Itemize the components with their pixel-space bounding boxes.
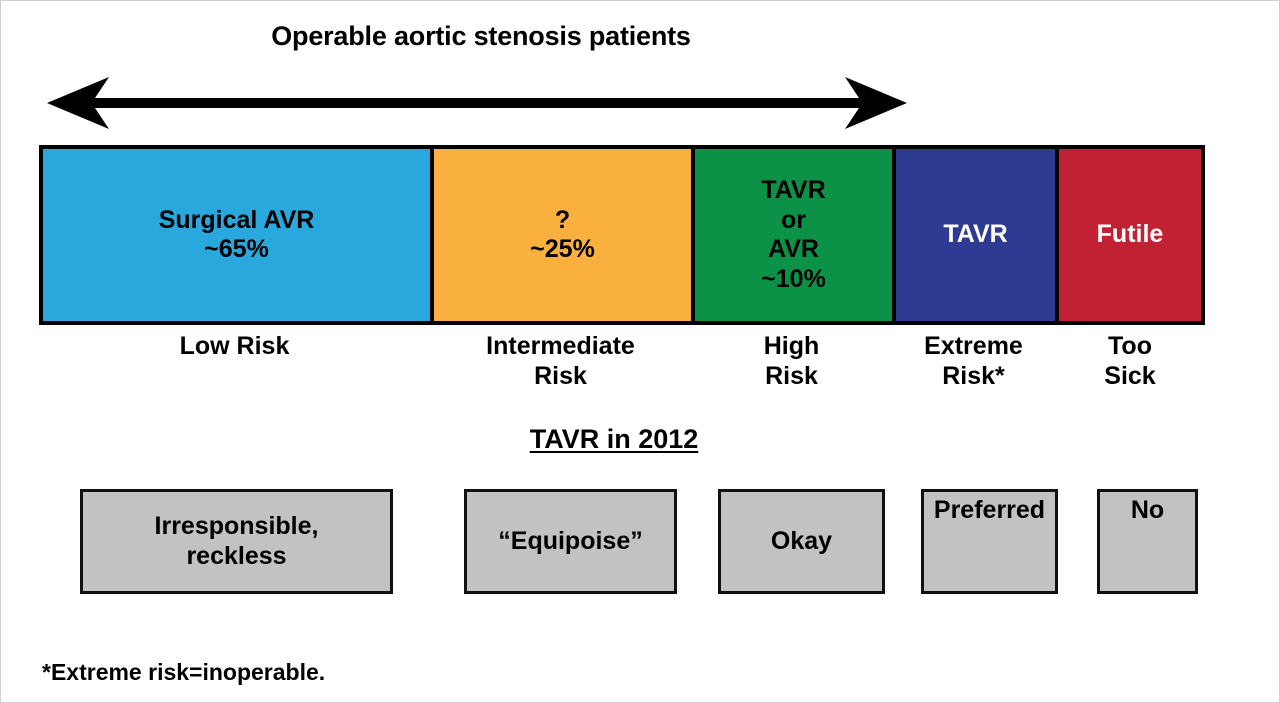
spectrum-segment-high-risk-label: TAVR or AVR ~10% xyxy=(761,176,826,293)
spectrum-segment-extreme-risk[interactable]: TAVR xyxy=(896,149,1059,321)
verdict-box-too-sick[interactable]: No xyxy=(1097,489,1198,594)
risk-label-low-risk: Low Risk xyxy=(179,332,290,360)
double-headed-arrow-icon xyxy=(47,77,907,129)
page-title: Operable aortic stenosis patients xyxy=(271,21,691,51)
spectrum-segment-too-sick-label: Futile xyxy=(1096,220,1164,249)
verdict-box-intermediate-risk[interactable]: “Equipoise” xyxy=(464,489,677,594)
spectrum-segment-high-risk[interactable]: TAVR or AVR ~10% xyxy=(695,149,896,321)
risk-label-intermediate-risk: Intermediate Risk xyxy=(486,332,635,390)
spectrum-segment-extreme-risk-label: TAVR xyxy=(943,220,1008,249)
risk-label-high-risk: High Risk xyxy=(763,332,820,390)
verdict-box-high-risk[interactable]: Okay xyxy=(718,489,885,594)
spectrum-segment-low-risk[interactable]: Surgical AVR ~65% xyxy=(43,149,434,321)
double-headed-arrow xyxy=(47,73,907,133)
risk-label-too-sick: Too Sick xyxy=(1104,332,1156,390)
section-heading-tavr-2012: TAVR in 2012 xyxy=(529,424,699,454)
risk-label-extreme-risk: Extreme Risk* xyxy=(924,332,1023,390)
risk-spectrum-bar: Surgical AVR ~65% ? ~25% TAVR or AVR ~10… xyxy=(39,145,1205,325)
spectrum-segment-intermediate-risk-label: ? ~25% xyxy=(530,205,595,264)
footnote-extreme-risk: *Extreme risk=inoperable. xyxy=(42,659,326,685)
verdict-box-extreme-risk[interactable]: Preferred xyxy=(921,489,1058,594)
spectrum-segment-too-sick[interactable]: Futile xyxy=(1059,149,1201,321)
risk-category-labels: Low Risk Intermediate Risk High Risk Ext… xyxy=(39,329,1205,399)
spectrum-segment-low-risk-label: Surgical AVR ~65% xyxy=(158,205,315,264)
spectrum-segment-intermediate-risk[interactable]: ? ~25% xyxy=(434,149,695,321)
verdict-box-low-risk[interactable]: Irresponsible, reckless xyxy=(80,489,393,594)
